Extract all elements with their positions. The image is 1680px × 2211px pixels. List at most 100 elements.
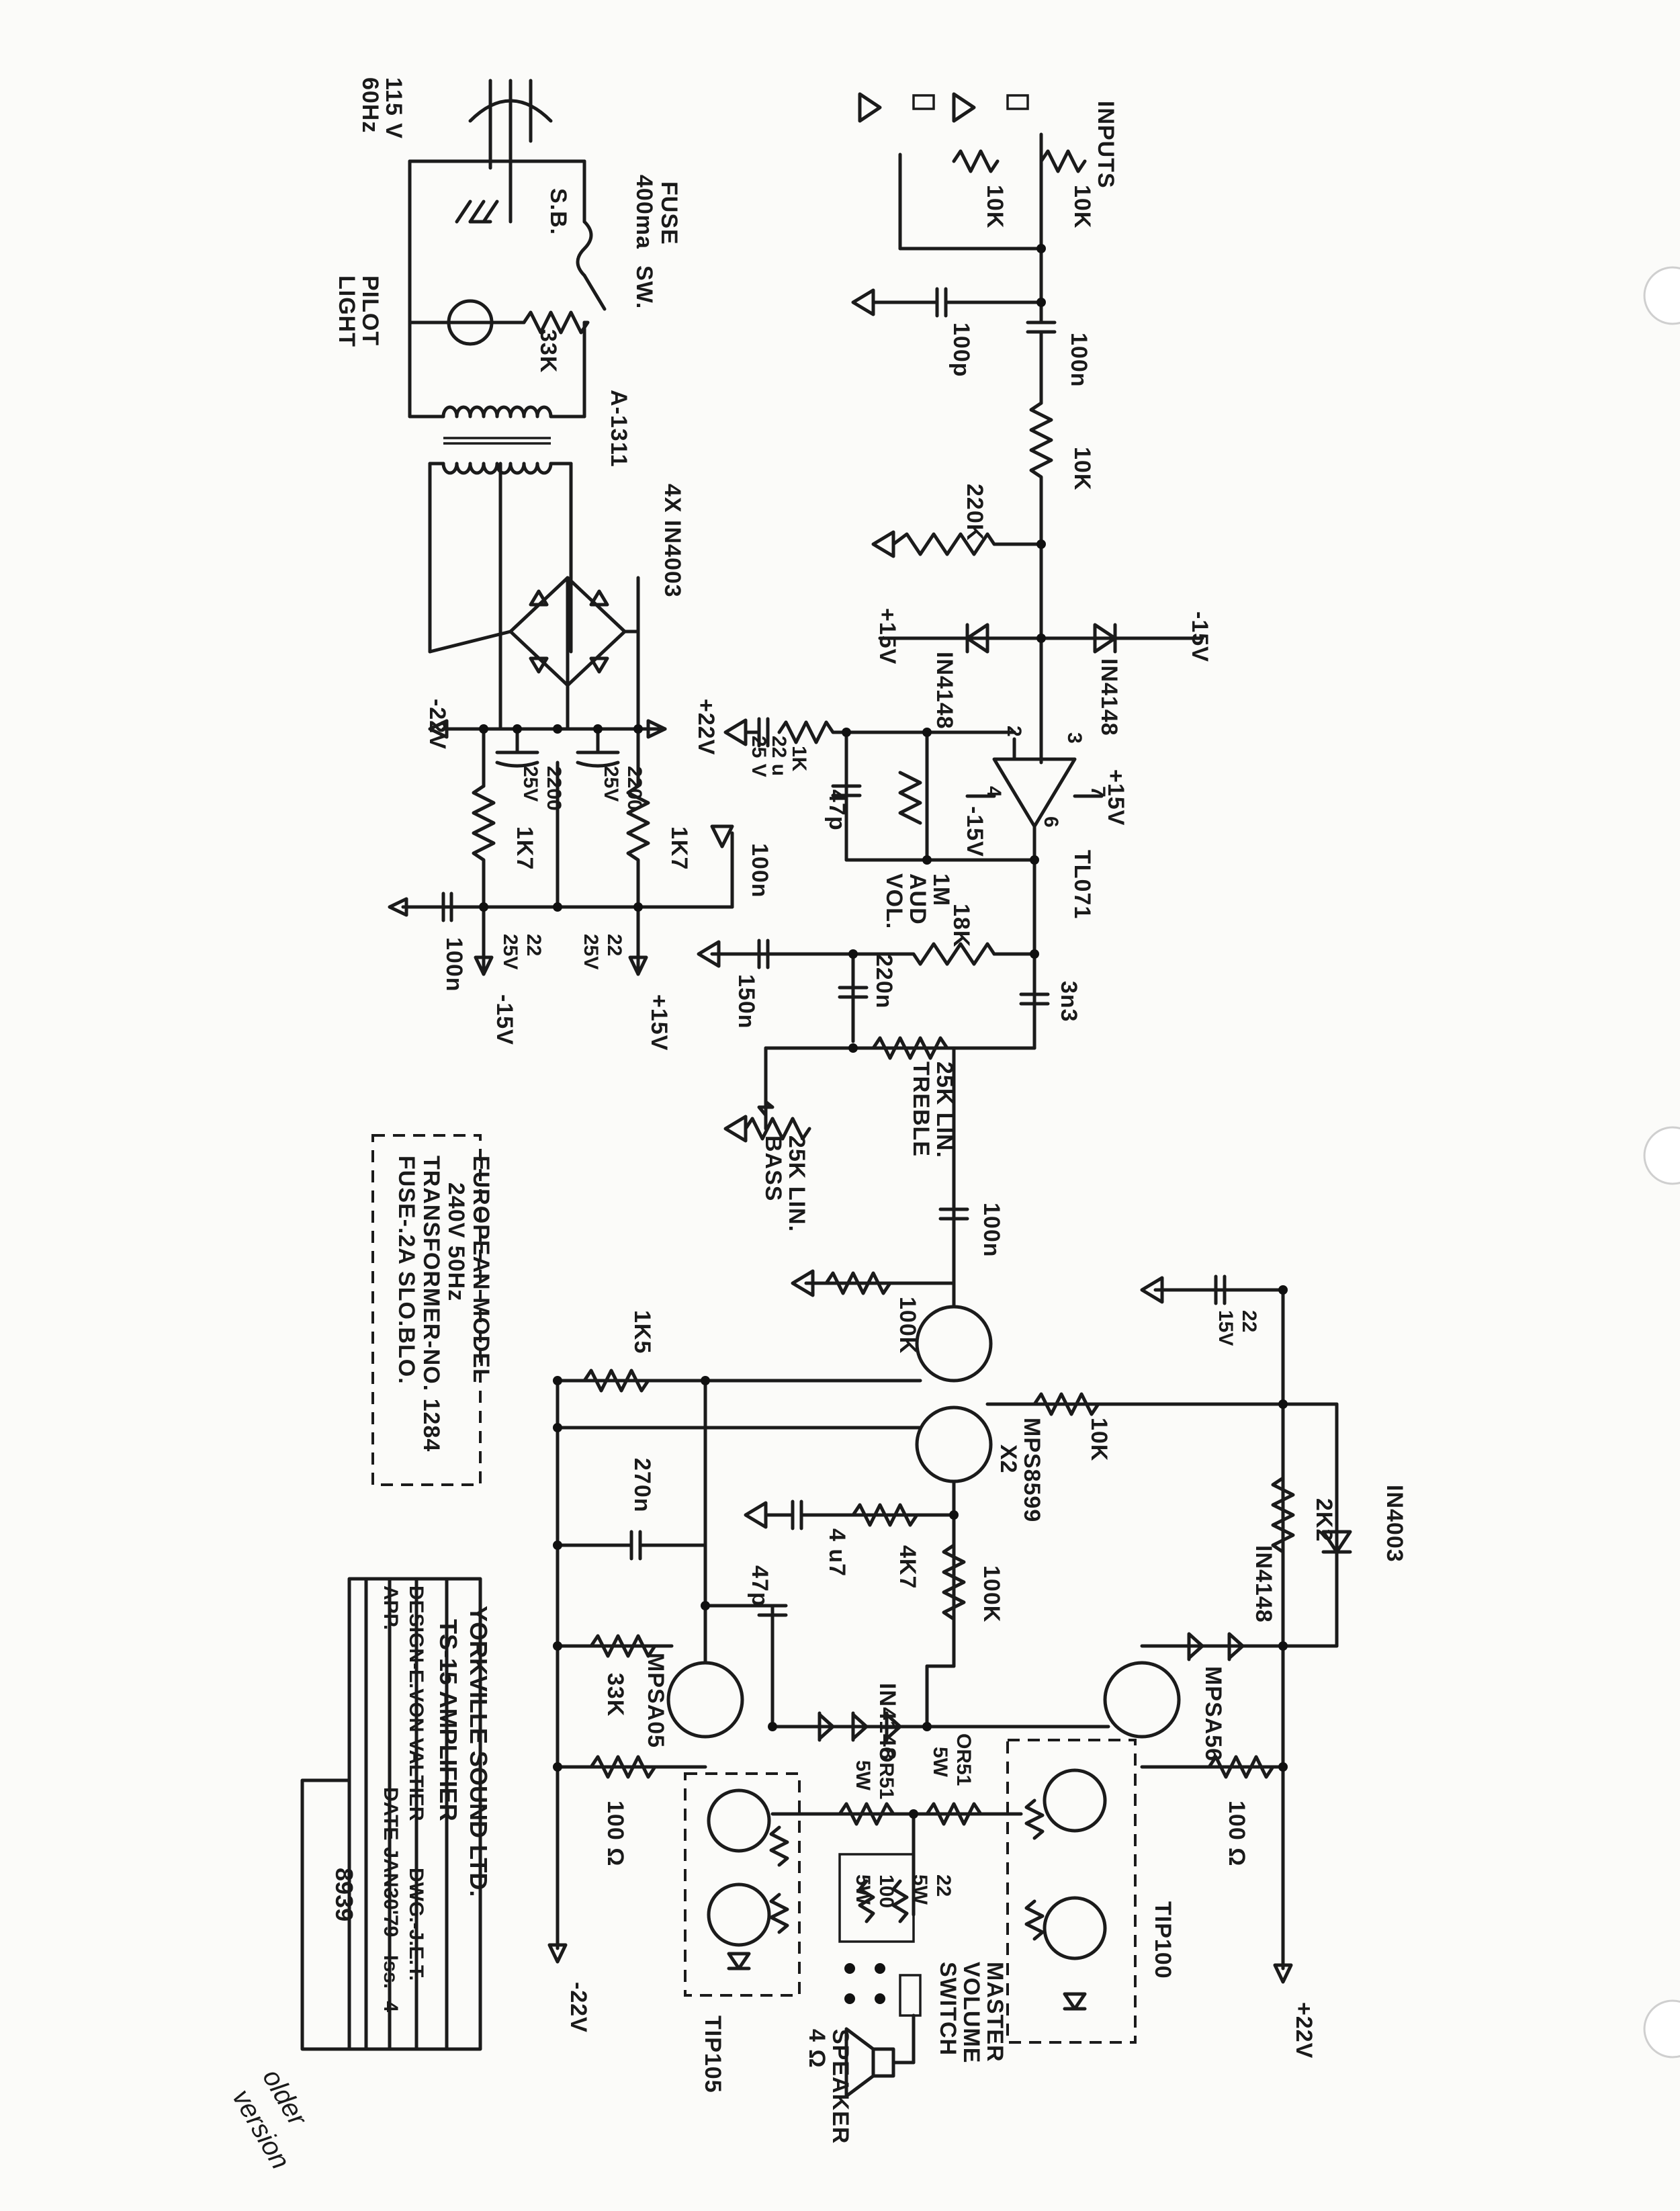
label-r-0r51-a: OR51 xyxy=(875,1747,897,1799)
title-block xyxy=(300,1577,482,2051)
label-vol-3: VOL. xyxy=(881,873,907,929)
european-line4: FUSE-.2A SLO.BLO. xyxy=(394,1156,419,1385)
label-bass-2: BASS xyxy=(760,1135,786,1201)
label-switch: SW. xyxy=(631,265,657,309)
label-c-22-a-v: 25V xyxy=(499,934,521,969)
label-r-100-5w: 100 xyxy=(875,1874,897,1908)
label-c-220n: 220n xyxy=(871,954,897,1009)
tip105-package xyxy=(684,1772,801,1997)
label-tip105: TIP105 xyxy=(700,2015,725,2093)
label-r-22-5w: 22 xyxy=(932,1874,955,1897)
label-out-m22: -22V xyxy=(566,1982,591,2033)
label-pin2: 2 xyxy=(1003,726,1025,737)
label-master-3: SWITCH xyxy=(935,1962,961,2056)
label-pin4: 4 xyxy=(983,786,1005,797)
label-c-2200-a-v: 25V xyxy=(519,766,541,801)
label-r-10k-b: 10K xyxy=(1069,185,1095,228)
label-c-100n-in: 100n xyxy=(1066,333,1092,388)
label-speaker-1: SPEAKER xyxy=(828,2029,853,2144)
label-c-100n-bass: 100n xyxy=(979,1203,1004,1258)
label-x2: X2 xyxy=(996,1444,1021,1474)
label-r-100-a: 100 Ω xyxy=(603,1801,628,1866)
label-c-22u: 22 u xyxy=(768,736,790,776)
label-out-p22: +22V xyxy=(1291,2002,1317,2058)
label-vol-1: 1M xyxy=(928,873,954,906)
label-c-100n-ps: 100n xyxy=(747,843,772,898)
title-design: DESIGN-E.VON VALTIER xyxy=(405,1586,427,1821)
label-transformer: A-1311 xyxy=(606,390,631,468)
label-c-2200-b: 2200 xyxy=(623,766,646,811)
label-mpsa56: MPSA56 xyxy=(1200,1666,1226,1762)
label-treble-2: TREBLE xyxy=(908,1061,934,1157)
label-mains-voltage: 115 V xyxy=(381,77,406,139)
label-d-in4148-c: IN4148 xyxy=(1251,1545,1276,1623)
title-date: DATE-JAN30'79 xyxy=(380,1787,402,1937)
label-pilot-1: PILOT xyxy=(357,275,383,346)
label-r-22-5w-w: 5W xyxy=(909,1874,931,1905)
label-d-in4148-a: IN4148 xyxy=(932,652,957,730)
title-app: APP. xyxy=(380,1586,402,1630)
label-c-22-b-v: 25V xyxy=(580,934,602,969)
label-d-in4148-d: IN4148 xyxy=(875,1683,900,1761)
label-mps8599: MPS8599 xyxy=(1019,1418,1045,1522)
label-r-0r51-b: OR51 xyxy=(953,1733,975,1786)
label-d-in4003: IN4003 xyxy=(1382,1485,1407,1563)
label-d-in4148-b: IN4148 xyxy=(1096,658,1122,736)
tip100-package xyxy=(1006,1739,1137,2044)
european-model-box xyxy=(371,1134,482,1486)
title-company: YORKVILLE SOUND LTD. xyxy=(465,1606,492,1897)
label-treble-1: 25K LIN. xyxy=(932,1061,957,1158)
title-number: 8939 xyxy=(330,1868,358,1921)
european-line2: 240V 50Hz xyxy=(443,1182,469,1301)
label-speaker-2: 4 Ω xyxy=(804,2029,830,2069)
label-r-2k2: 2K2 xyxy=(1311,1498,1337,1542)
label-tip100: TIP100 xyxy=(1150,1901,1176,1979)
label-pin6: 6 xyxy=(1040,816,1062,828)
label-r-10k-c: 10K xyxy=(1069,447,1095,490)
label-c-270n: 270n xyxy=(629,1458,655,1513)
label-r-10k-a: 10K xyxy=(982,185,1008,228)
power-supply-section xyxy=(388,79,734,976)
preamp-section xyxy=(697,92,1204,1278)
label-r-33k: 33K xyxy=(603,1673,628,1717)
label-c-100n-ps2: 100n xyxy=(441,937,467,992)
title-iss: Iss.- 4 xyxy=(380,1955,402,2012)
label-r-100k-b: 100K xyxy=(979,1565,1004,1622)
label-out-p15: +15V xyxy=(646,994,672,1051)
label-fuse: FUSE xyxy=(656,181,682,245)
label-p15v-diode: +15V xyxy=(875,608,900,664)
label-c-22-b: 22 xyxy=(603,934,625,956)
label-inputs: INPUTS xyxy=(1093,101,1118,189)
label-r-100-b: 100 Ω xyxy=(1224,1801,1249,1866)
label-m15v-diode: -15V xyxy=(1187,611,1212,662)
label-mains-freq: 60Hz xyxy=(357,77,383,133)
label-vol-2: AUD xyxy=(905,873,930,925)
label-tl071: TL071 xyxy=(1069,850,1095,919)
label-c-47p-b: 47p xyxy=(747,1565,772,1607)
label-c-22u-v: 25 V xyxy=(748,736,770,777)
label-fuse-rating: 400ma xyxy=(631,175,657,249)
label-c-150n: 150n xyxy=(734,974,759,1029)
power-amp-section xyxy=(547,1269,1352,2098)
label-c-2200-b-v: 25V xyxy=(600,766,622,801)
label-r-4k7: 4K7 xyxy=(895,1545,920,1589)
label-pin7: 7 xyxy=(1087,786,1109,797)
label-r-0r51-b-w: 5W xyxy=(929,1747,951,1778)
label-opamp-m15: -15V xyxy=(962,806,987,857)
title-dwg: DWG.-J.E.T. xyxy=(405,1868,427,1981)
label-master-2: VOLUME xyxy=(959,1962,984,2063)
label-c-4u7: 4 u7 xyxy=(824,1528,850,1577)
label-r-1k7-b: 1K7 xyxy=(666,826,692,870)
european-line1: EUROPEAN MODEL xyxy=(468,1156,494,1383)
label-master-1: MASTER xyxy=(982,1962,1008,2063)
label-r-10k-d: 10K xyxy=(1086,1418,1112,1461)
label-r-1k: 1K xyxy=(788,746,810,772)
title-product: TS-15 AMPLIFIER xyxy=(435,1619,462,1821)
label-out-m15: -15V xyxy=(492,994,517,1045)
label-c-22-15v: 22 xyxy=(1238,1310,1260,1332)
label-bass-1: 25K LIN. xyxy=(784,1135,809,1232)
label-r-1k5: 1K5 xyxy=(629,1310,655,1354)
label-opamp-p15: +15V xyxy=(1103,769,1129,826)
